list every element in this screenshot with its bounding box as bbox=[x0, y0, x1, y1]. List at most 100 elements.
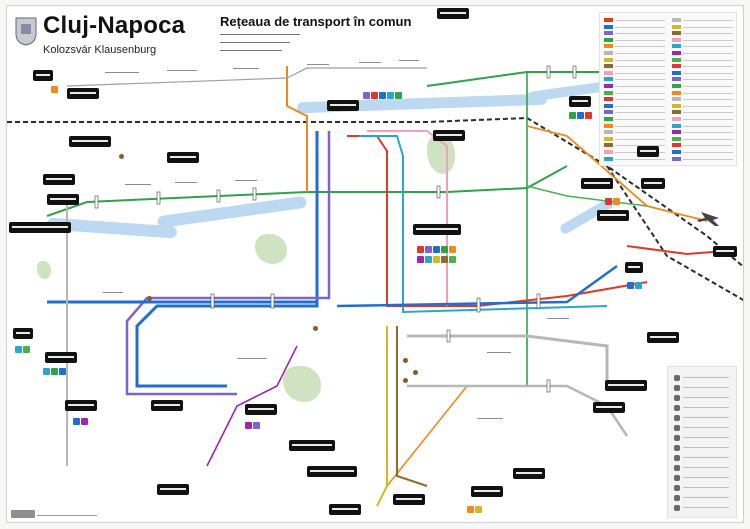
stop-box[interactable] bbox=[307, 466, 357, 477]
key-label-line bbox=[683, 477, 729, 478]
stop-box[interactable] bbox=[625, 262, 643, 273]
legend-swatch bbox=[604, 31, 613, 36]
stop-box[interactable] bbox=[289, 440, 335, 451]
street-label bbox=[235, 180, 257, 181]
stop-box[interactable] bbox=[641, 178, 665, 189]
subtitle-line bbox=[220, 34, 300, 35]
stop-tick bbox=[536, 293, 541, 309]
stop-tick bbox=[94, 195, 99, 209]
legend-swatch bbox=[604, 123, 613, 128]
legend-label-line bbox=[683, 20, 733, 21]
stop-box[interactable] bbox=[329, 504, 361, 515]
legend-label-line bbox=[615, 112, 665, 114]
legend-label-line bbox=[683, 33, 733, 35]
stop-tick bbox=[252, 187, 257, 201]
stop-box[interactable] bbox=[471, 486, 503, 497]
legend-label-line bbox=[683, 152, 733, 153]
stop-box[interactable] bbox=[593, 402, 625, 413]
stop-box[interactable] bbox=[437, 8, 469, 19]
legend-swatch bbox=[604, 84, 613, 88]
stop-box[interactable] bbox=[157, 484, 189, 495]
stop-box[interactable] bbox=[69, 136, 111, 147]
park-west bbox=[37, 261, 51, 279]
legend-label-line bbox=[615, 59, 665, 61]
legend-swatch bbox=[604, 77, 613, 82]
route-badges bbox=[417, 250, 457, 263]
key-row bbox=[674, 405, 730, 411]
key-label-line bbox=[683, 387, 729, 388]
stop-box[interactable] bbox=[151, 400, 183, 411]
legend-swatch bbox=[604, 136, 613, 141]
point-of-interest-icon[interactable] bbox=[119, 154, 124, 159]
stop-box[interactable] bbox=[327, 100, 359, 111]
legend-label-line bbox=[615, 26, 665, 28]
legend-label-line bbox=[615, 66, 665, 68]
stop-box[interactable] bbox=[647, 332, 679, 343]
stop-box[interactable] bbox=[433, 130, 465, 141]
stop-box[interactable] bbox=[67, 88, 99, 99]
point-of-interest-icon[interactable] bbox=[403, 378, 408, 383]
legend-swatch bbox=[604, 117, 613, 121]
stop-ticks bbox=[94, 65, 577, 393]
legend-label-line bbox=[615, 33, 665, 35]
license-text-line bbox=[37, 515, 97, 516]
stop-box[interactable] bbox=[13, 328, 33, 339]
key-row bbox=[674, 385, 730, 391]
line-blue-bundle bbox=[135, 131, 319, 388]
point-of-interest-icon[interactable] bbox=[403, 358, 408, 363]
stop-tick bbox=[156, 191, 161, 205]
line-orange-east bbox=[526, 125, 708, 222]
stop-box[interactable] bbox=[713, 246, 737, 257]
stop-box[interactable] bbox=[167, 152, 199, 163]
line-green-trunk bbox=[46, 165, 568, 217]
creative-commons-icon bbox=[11, 510, 35, 518]
stop-box[interactable] bbox=[9, 222, 71, 233]
stop-box[interactable] bbox=[597, 210, 629, 221]
stop-box[interactable] bbox=[569, 96, 591, 107]
legend-swatch bbox=[672, 57, 681, 62]
route-badges bbox=[363, 86, 403, 99]
legend-swatch bbox=[672, 70, 681, 75]
key-label-line bbox=[683, 447, 729, 448]
map-header: Cluj-Napoca Kolozsvár Klausenburg Rețeau… bbox=[15, 12, 435, 72]
street-label bbox=[125, 184, 151, 185]
street-label bbox=[547, 318, 569, 319]
point-of-interest-icon[interactable] bbox=[413, 370, 418, 375]
city-alternate-names: Kolozsvár Klausenburg bbox=[43, 44, 157, 56]
stop-box[interactable] bbox=[45, 352, 77, 363]
legend-swatch bbox=[604, 130, 613, 135]
key-symbol-icon bbox=[674, 405, 680, 411]
stop-box[interactable] bbox=[33, 70, 53, 81]
legend-label-line bbox=[615, 119, 665, 120]
stop-box[interactable] bbox=[513, 468, 545, 479]
key-row bbox=[674, 395, 730, 401]
stop-box[interactable] bbox=[637, 146, 659, 157]
stop-box[interactable] bbox=[245, 404, 277, 415]
point-of-interest-icon[interactable] bbox=[313, 326, 318, 331]
legend-swatch bbox=[672, 130, 681, 135]
key-row bbox=[674, 435, 730, 441]
key-label-line bbox=[683, 427, 729, 428]
key-symbol-icon bbox=[674, 465, 680, 471]
stop-box[interactable] bbox=[65, 400, 97, 411]
stop-box[interactable] bbox=[413, 224, 461, 235]
stop-box[interactable] bbox=[605, 380, 647, 391]
legend-swatch bbox=[672, 143, 681, 148]
point-of-interest-icon[interactable] bbox=[147, 296, 152, 301]
street-label bbox=[175, 182, 197, 183]
key-label-line bbox=[683, 397, 729, 398]
stop-box[interactable] bbox=[47, 194, 79, 205]
legend-label-line bbox=[615, 105, 665, 107]
street-label bbox=[105, 72, 139, 73]
key-row bbox=[674, 455, 730, 461]
legend-swatch bbox=[672, 84, 681, 88]
legend-label-line bbox=[683, 119, 733, 120]
key-label-line bbox=[683, 457, 729, 458]
stop-box[interactable] bbox=[43, 174, 75, 185]
legend-label-line bbox=[615, 145, 665, 147]
stop-box[interactable] bbox=[393, 494, 425, 505]
legend-swatch bbox=[672, 110, 681, 115]
stop-box[interactable] bbox=[581, 178, 613, 189]
legend-swatch bbox=[672, 136, 681, 141]
line-grey-north bbox=[66, 67, 427, 87]
